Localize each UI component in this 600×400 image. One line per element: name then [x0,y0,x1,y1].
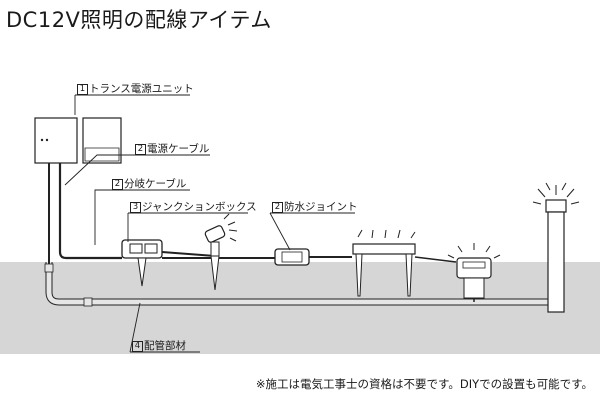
ground-light [447,243,501,302]
spotlight [204,213,238,291]
leader-lines [64,94,355,353]
branch-cable-line [161,251,216,257]
step-light-fixture [352,229,457,297]
page-title: DC12V照明の配線アイテム [6,8,272,32]
power-cable-line [58,163,122,260]
footnote: ※施工は電気工事士の資格は不要です。DIYでの設置も可能です。 [255,377,593,391]
ground [0,262,600,354]
post-light [532,182,580,313]
junction-box [121,239,163,287]
transformer-power-unit [34,117,122,164]
waterproof-joint [274,248,352,266]
